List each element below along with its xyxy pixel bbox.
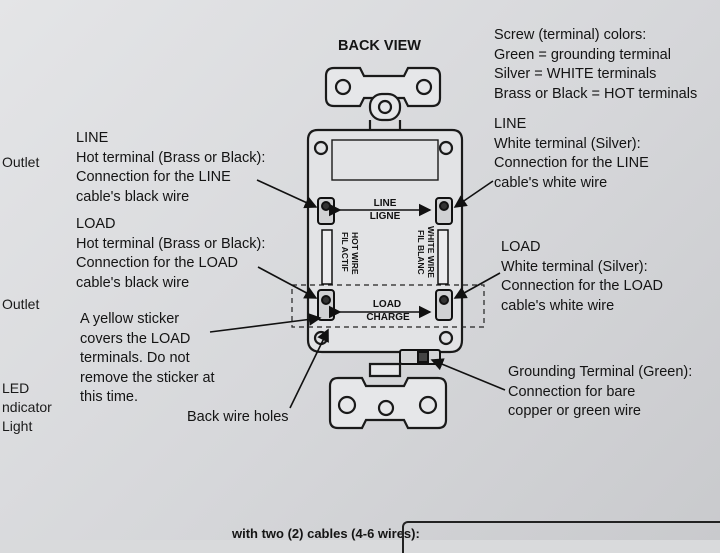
- callout-line: Hot terminal (Brass or Black):: [76, 149, 266, 166]
- white-wire-label: WHITE WIRE: [426, 226, 436, 278]
- bottom-box-outline: [402, 521, 720, 553]
- line-label: LINE: [374, 198, 397, 209]
- line-white-callout: LINE White terminal (Silver): Connection…: [494, 115, 649, 193]
- legend-line: Green = grounding terminal: [494, 46, 671, 63]
- margin-led-label: LED: [2, 380, 30, 396]
- load-white-callout: LOAD White terminal (Silver): Connection…: [501, 238, 663, 316]
- load-hot-callout: LOAD Hot terminal (Brass or Black): Conn…: [76, 215, 265, 293]
- note-line: covers the LOAD: [80, 330, 191, 347]
- callout-line: Connection for the LOAD: [501, 278, 664, 294]
- callout-line: Connection for the LINE: [494, 155, 649, 171]
- callout-line: cable's white wire: [501, 297, 615, 314]
- line-hot-callout: LINE Hot terminal (Brass or Black): Conn…: [76, 129, 265, 207]
- callout-line: copper or green wire: [508, 403, 641, 419]
- note-line: this time.: [80, 389, 139, 405]
- sticker-note: A yellow sticker covers the LOAD termina…: [80, 310, 215, 408]
- note-line: terminals. Do not: [80, 350, 190, 366]
- load-label: LOAD: [373, 299, 401, 310]
- legend-line: Silver = WHITE terminals: [494, 66, 657, 82]
- callout-heading: LINE: [76, 130, 109, 146]
- fil-blanc-label: FIL BLANC: [416, 230, 426, 275]
- callout-line: Connection for the LOAD: [76, 255, 239, 271]
- margin-indicator-label: ndicator: [2, 399, 52, 415]
- note-line: remove the sticker at: [80, 369, 215, 386]
- ground-terminal: [399, 349, 441, 365]
- bottom-partial-heading: with two (2) cables (4-6 wires):: [232, 526, 420, 541]
- fil-actif-label: FIL ACTIF: [340, 232, 350, 272]
- charge-label: CHARGE: [366, 312, 410, 323]
- callout-line: Connection for bare: [508, 383, 636, 400]
- bottom-mounting-strap: [328, 362, 448, 430]
- note-line: A yellow sticker: [80, 311, 180, 327]
- terminal-screws: [317, 197, 453, 321]
- grounding-callout: Grounding Terminal (Green): Connection f…: [508, 363, 692, 422]
- margin-outlet-label: Outlet: [2, 296, 40, 312]
- callout-line: Grounding Terminal (Green):: [508, 364, 693, 380]
- callout-heading: LOAD: [76, 216, 116, 232]
- ligne-label: LIGNE: [370, 211, 401, 222]
- callout-line: Connection for the LINE: [76, 169, 231, 185]
- screw-colors-legend: Screw (terminal) colors: Green = groundi…: [494, 26, 697, 104]
- callout-line: Hot terminal (Brass or Black):: [76, 235, 266, 252]
- callout-line: cable's black wire: [76, 274, 190, 291]
- back-wire-holes-label: Back wire holes: [187, 409, 289, 425]
- callout-line: White terminal (Silver):: [501, 258, 648, 275]
- margin-light-label: Light: [2, 418, 33, 434]
- outlet-back-view-diagram: LINE LIGNE LOAD CHARGE HOT WIRE FIL ACTI…: [209, 66, 506, 430]
- legend-heading: Screw (terminal) colors:: [494, 27, 647, 43]
- callout-line: cable's black wire: [76, 188, 190, 205]
- hot-wire-label: HOT WIRE: [350, 232, 360, 275]
- margin-outlet-label: Outlet: [2, 154, 40, 170]
- back-view-title: BACK VIEW: [338, 38, 421, 54]
- legend-line: Brass or Black = HOT terminals: [494, 85, 698, 102]
- callout-line: White terminal (Silver):: [494, 135, 641, 152]
- callout-line: cable's white wire: [494, 174, 608, 191]
- callout-heading: LOAD: [501, 239, 541, 255]
- top-mounting-strap: [324, 66, 442, 130]
- callout-heading: LINE: [494, 116, 527, 132]
